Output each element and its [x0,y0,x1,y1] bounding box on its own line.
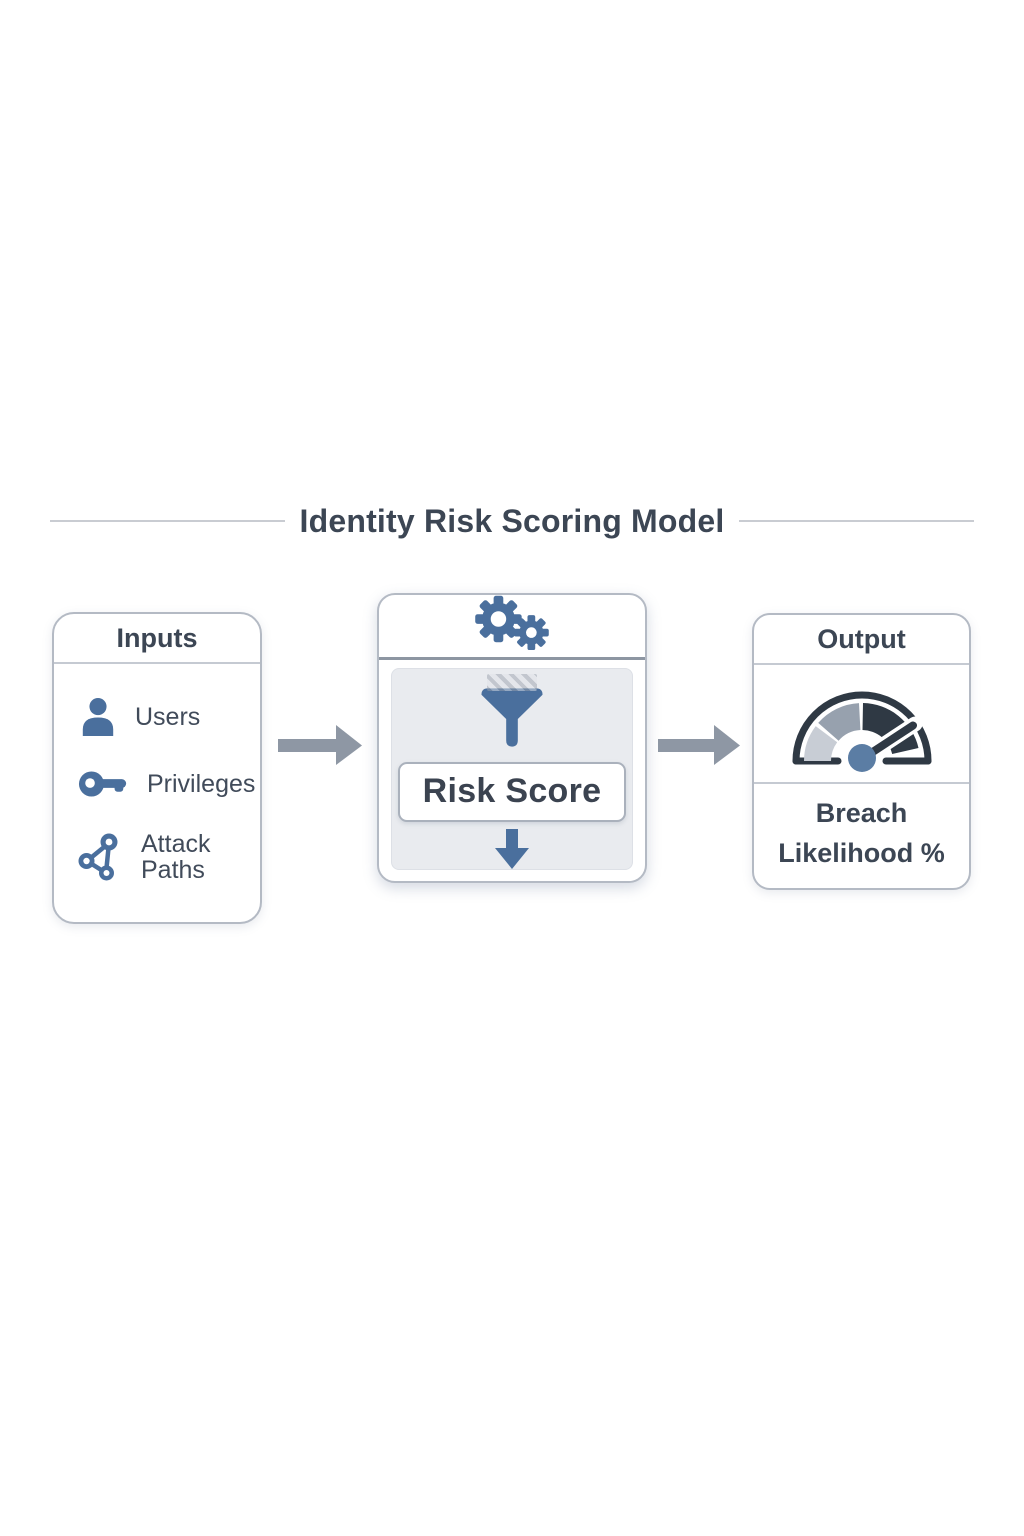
attack-path-icon [78,833,124,881]
faded-data-icon [487,674,537,691]
output-divider-top [754,663,969,665]
gauge-area [754,665,969,782]
process-panel: Risk Score [391,668,633,870]
input-label-attack-paths: Attack Paths [141,829,211,884]
inputs-box: Inputs Users [52,612,262,924]
output-divider-bottom [754,782,969,784]
inputs-divider [54,662,260,664]
list-item-privileges: Privileges [78,766,256,802]
risk-score-box: Risk Score [398,761,626,822]
funnel-icon [477,686,547,750]
output-box-title: Output [817,623,906,654]
process-header [379,595,645,657]
right-arrow-icon [658,723,740,767]
list-item-attack-paths: Attack Paths [78,831,252,884]
input-label-users: Users [135,702,201,731]
inputs-box-title: Inputs [116,622,198,653]
key-icon [78,766,130,802]
output-label: Breach Likelihood % [778,798,945,868]
gauge-icon [777,669,947,778]
page-title: Identity Risk Scoring Model [299,502,725,539]
title-rule-right [738,520,974,522]
right-arrow-icon [278,723,362,767]
list-item-users: Users [78,697,252,737]
output-label-area: Breach Likelihood % [754,784,969,888]
down-arrow-icon [493,829,531,869]
diagram-title-row: Identity Risk Scoring Model [0,498,1024,544]
process-divider [379,657,645,660]
inputs-item-list: Users Privileges [54,664,260,922]
user-icon [78,697,118,737]
input-label-privileges: Privileges [147,769,256,798]
output-box: Output [752,613,971,890]
risk-scoring-process-box: Risk Score [377,593,647,883]
risk-score-label: Risk Score [422,772,602,811]
gears-icon [466,595,558,655]
title-rule-left [50,520,286,522]
